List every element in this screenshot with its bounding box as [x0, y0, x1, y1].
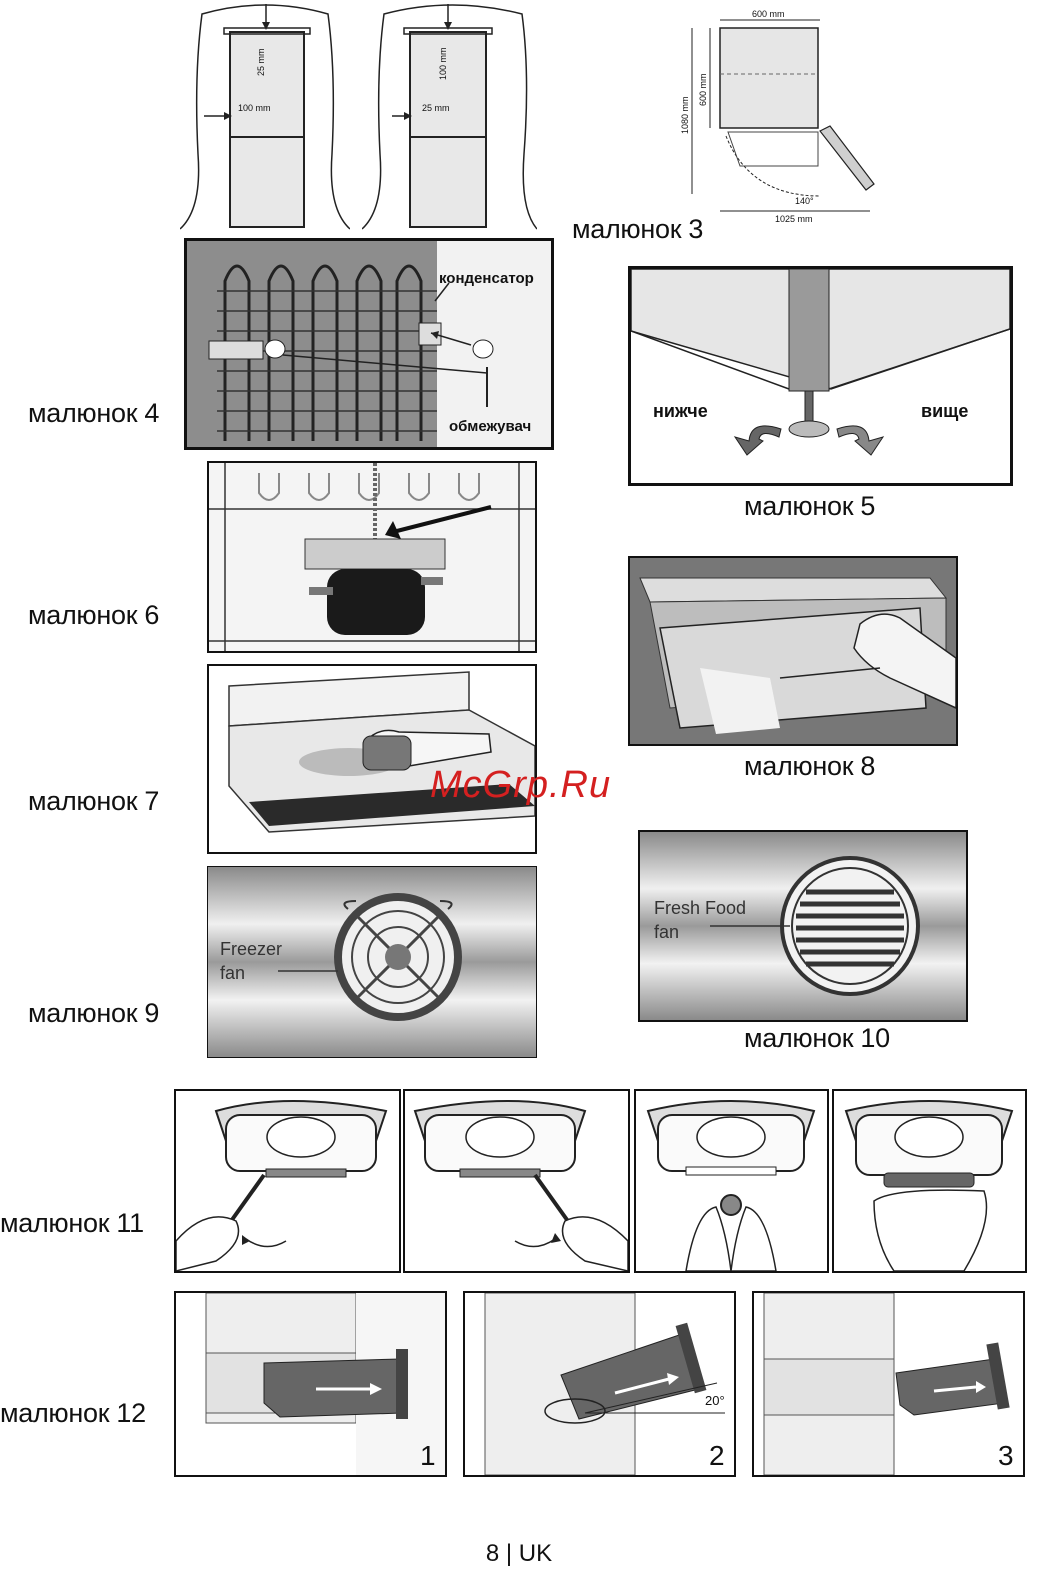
lamp-cover-step-4	[834, 1091, 1025, 1271]
figure-8-panel	[628, 556, 958, 746]
figure-11-step-1	[174, 1089, 401, 1273]
figure-12-caption: малюнок 12	[0, 1398, 146, 1429]
figure-5-caption: малюнок 5	[744, 491, 875, 522]
fresh-food-fan-illustration: Fresh Food fan	[640, 832, 966, 1020]
figure-11-step-3	[634, 1089, 829, 1273]
lamp-cover-step-2	[405, 1091, 628, 1271]
step-2-number: 2	[709, 1440, 725, 1471]
clearance-diagram-right: 100 mm 25 mm	[362, 4, 537, 234]
language-code: UK	[519, 1540, 552, 1567]
crisper-step-3: 3	[754, 1293, 1023, 1475]
higher-label: вище	[921, 401, 968, 421]
lamp-cover-step-1	[176, 1091, 399, 1271]
crisper-step-2: 20° 2	[465, 1293, 734, 1475]
condenser-illustration: конденсатор обмежувач	[187, 241, 551, 447]
clearance-top-label-right: 100 mm	[438, 47, 448, 80]
fig3-total-width-label: 1025 mm	[775, 214, 813, 224]
clearance-side-label-left: 100 mm	[238, 103, 271, 113]
fig3-width-label: 600 mm	[752, 9, 785, 19]
figure-8-caption: малюнок 8	[744, 751, 875, 782]
fresh-food-fan-label-line2: fan	[654, 922, 679, 942]
cleaning-illustration	[209, 666, 535, 852]
footer-separator: |	[506, 1540, 512, 1567]
figure-12-step-3: 3	[752, 1291, 1025, 1477]
figure-11-step-2	[403, 1089, 630, 1273]
limiter-label: обмежувач	[449, 418, 531, 435]
figure-6-panel	[207, 461, 537, 653]
fresh-food-fan-label-line1: Fresh Food	[654, 898, 746, 918]
clearance-top-label-left: 25 mm	[256, 48, 266, 76]
figure-4-panel: конденсатор обмежувач	[184, 238, 554, 450]
figure-10-caption: малюнок 10	[744, 1023, 890, 1054]
clearance-side-label-right: 25 mm	[422, 103, 450, 113]
compressor-illustration	[209, 463, 535, 651]
freezer-fan-illustration: Freezer fan	[208, 867, 536, 1057]
figure-12-step-1: 1	[174, 1291, 447, 1477]
watermark: McGrp.Ru	[430, 764, 611, 807]
clearance-diagram-left: 25 mm 100 mm	[180, 4, 350, 234]
fig3-depth-label: 600 mm	[698, 73, 708, 106]
figure-10-panel: Fresh Food fan	[638, 830, 968, 1022]
figure-7-panel	[207, 664, 537, 854]
fig3-angle-label: 140°	[795, 196, 814, 206]
fig3-total-depth-label: 1080 mm	[680, 96, 690, 134]
figure-6-caption: малюнок 6	[28, 600, 159, 631]
tilt-angle-label: 20°	[705, 1393, 725, 1408]
figure-12-step-2: 20° 2	[463, 1291, 736, 1477]
freezer-fan-label-line2: fan	[220, 963, 245, 983]
figure-3-caption: малюнок 3	[572, 214, 703, 245]
freezer-fan-label-line1: Freezer	[220, 939, 282, 959]
step-1-number: 1	[420, 1440, 436, 1471]
figure-3-diagram: 600 mm 600 mm 1080 mm 140° 1025 mm	[670, 6, 885, 226]
leveling-foot-illustration: нижче вище	[631, 269, 1010, 483]
step-3-number: 3	[998, 1440, 1014, 1471]
figure-9-panel: Freezer fan	[207, 866, 537, 1058]
page-footer: 8 | UK	[0, 1540, 1038, 1568]
lamp-cover-step-3	[636, 1091, 827, 1271]
lower-label: нижче	[653, 401, 708, 421]
figure-7-caption: малюнок 7	[28, 786, 159, 817]
page-number: 8	[486, 1540, 499, 1567]
figure-5-panel: нижче вище	[628, 266, 1013, 486]
crisper-step-1: 1	[176, 1293, 445, 1475]
figure-4-caption: малюнок 4	[28, 398, 159, 429]
drawer-illustration	[630, 558, 956, 744]
figure-11-caption: малюнок 11	[0, 1208, 144, 1239]
condenser-label: конденсатор	[439, 270, 534, 287]
figure-9-caption: малюнок 9	[28, 998, 159, 1029]
figure-11-step-4	[832, 1089, 1027, 1273]
